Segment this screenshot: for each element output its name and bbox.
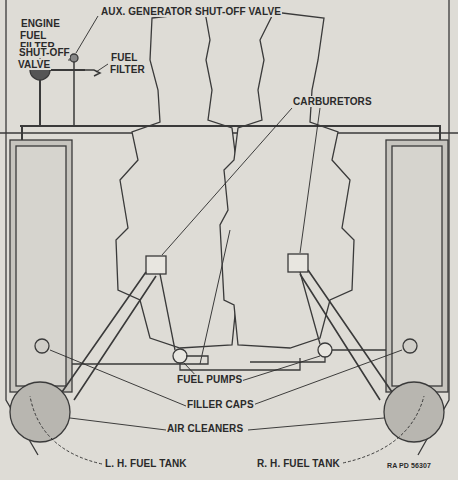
part-label: FILLER CAPS xyxy=(186,399,255,411)
part-label: R. H. FUEL TANK xyxy=(256,458,341,470)
part-label: AUX. GENERATOR SHUT-OFF VALVE xyxy=(100,6,282,18)
part-label: CARBURETORS xyxy=(292,96,373,108)
part-label: AIR CLEANERS xyxy=(166,423,244,435)
part-label: FUEL FILTER xyxy=(110,52,150,75)
part-label: SHUT-OFF VALVE xyxy=(18,47,70,70)
part-label: RA PD 56307 xyxy=(386,462,432,470)
part-label: L. H. FUEL TANK xyxy=(104,458,188,470)
part-label: FUEL PUMPS xyxy=(176,374,243,386)
